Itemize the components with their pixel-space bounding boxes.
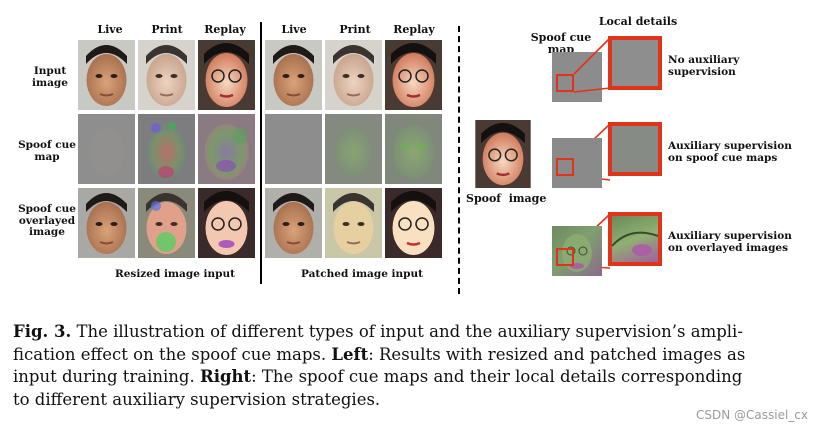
caption-text: fication effect on the spoof cue maps. xyxy=(13,344,332,364)
row-text-line: Auxiliary supervision xyxy=(668,230,792,242)
row-text-line: Auxiliary supervision xyxy=(668,140,792,152)
local-details-label: Local details xyxy=(598,15,678,28)
row-label-line: Spoof cue xyxy=(18,203,76,215)
spoof-image-label: Spoof image xyxy=(466,192,547,205)
watermark: CSDN @Cassiel_cx xyxy=(695,408,808,422)
overlay-replay-resized xyxy=(198,188,255,258)
overlay-replay-patched xyxy=(385,188,442,258)
row-text-line: on spoof cue maps xyxy=(668,152,778,164)
caption-text: input during training. xyxy=(13,367,200,386)
caption-text: : Results with resized and patched image… xyxy=(368,344,746,364)
row-text-line: on overlayed images xyxy=(668,242,789,254)
overlay-print-patched xyxy=(325,188,382,258)
row-label-line: Input xyxy=(33,65,67,77)
group-label-patched: Patched image input xyxy=(300,268,423,280)
cue-map-replay-patched xyxy=(385,114,442,184)
overlay-live-resized xyxy=(78,188,135,258)
input-replay-patched xyxy=(385,40,442,110)
input-replay-resized xyxy=(198,40,255,110)
row-text-line: No auxiliary xyxy=(668,54,740,66)
panel-divider xyxy=(260,22,262,284)
input-print-patched xyxy=(325,40,382,110)
caption-line-2: fication effect on the spoof cue maps. L… xyxy=(13,344,813,367)
caption-left-bold: Left xyxy=(331,344,369,364)
input-live-patched xyxy=(265,40,322,110)
cue-map-aux-cue xyxy=(552,138,602,188)
overlay-print-resized xyxy=(138,188,195,258)
row-label-line: image xyxy=(29,226,65,238)
group-label-resized: Resized image input xyxy=(115,268,235,280)
local-region-box xyxy=(556,248,574,266)
overlay-live-patched xyxy=(265,188,322,258)
caption-text: : The spoof cue maps and their local det… xyxy=(251,367,743,386)
column-header-replay-patched: Replay xyxy=(393,23,435,36)
row-label-line: map xyxy=(34,150,60,163)
cue-map-print-resized xyxy=(138,114,195,184)
spoof-image xyxy=(473,120,533,188)
local-detail-aux-overlay xyxy=(608,212,662,266)
caption-line-4: to different auxiliary supervision strat… xyxy=(13,389,813,412)
column-header-print: Print xyxy=(151,23,183,36)
cue-map-live-patched xyxy=(265,114,322,184)
caption-right-bold: Right xyxy=(199,367,252,386)
column-header-print-patched: Print xyxy=(339,23,371,36)
figure-label: Fig. 3. xyxy=(13,322,72,341)
caption-text: to different auxiliary supervision strat… xyxy=(13,389,381,409)
input-live-resized xyxy=(78,40,135,110)
input-print-resized xyxy=(138,40,195,110)
row-label-overlayed-image: Spoof cue overlayed image xyxy=(16,203,78,239)
figure-caption: Fig. 3. The illustration of different ty… xyxy=(13,321,813,411)
row-label-line: image xyxy=(32,76,68,89)
column-header-live: Live xyxy=(97,23,123,36)
local-detail-no-aux xyxy=(608,36,662,90)
local-detail-aux-cue xyxy=(608,122,662,176)
label-aux-overlay: Auxiliary supervision on overlayed image… xyxy=(668,230,792,254)
row-label-spoof-cue-map: Spoof cue map xyxy=(16,139,78,163)
cue-map-aux-overlay xyxy=(552,226,602,276)
caption-line-3: input during training. Right: The spoof … xyxy=(13,366,813,389)
cue-map-print-patched xyxy=(325,114,382,184)
cue-map-no-aux xyxy=(552,52,602,102)
label-no-aux: No auxiliary supervision xyxy=(668,54,739,78)
caption-text: The illustration of different types of i… xyxy=(71,322,743,341)
label-aux-cue: Auxiliary supervision on spoof cue maps xyxy=(668,140,792,164)
column-header-replay: Replay xyxy=(204,23,246,36)
row-label-line: Spoof cue xyxy=(18,139,76,151)
caption-line-1: Fig. 3. The illustration of different ty… xyxy=(13,321,813,344)
cue-map-live-resized xyxy=(78,114,135,184)
local-region-box xyxy=(556,74,574,92)
row-text-line: supervision xyxy=(668,66,736,78)
column-header-live-patched: Live xyxy=(281,23,307,36)
cue-map-replay-resized xyxy=(198,114,255,184)
dashed-separator xyxy=(458,26,460,294)
row-label-line: overlayed xyxy=(18,214,76,227)
local-region-box xyxy=(556,158,574,176)
row-label-input-image: Input image xyxy=(19,65,81,89)
